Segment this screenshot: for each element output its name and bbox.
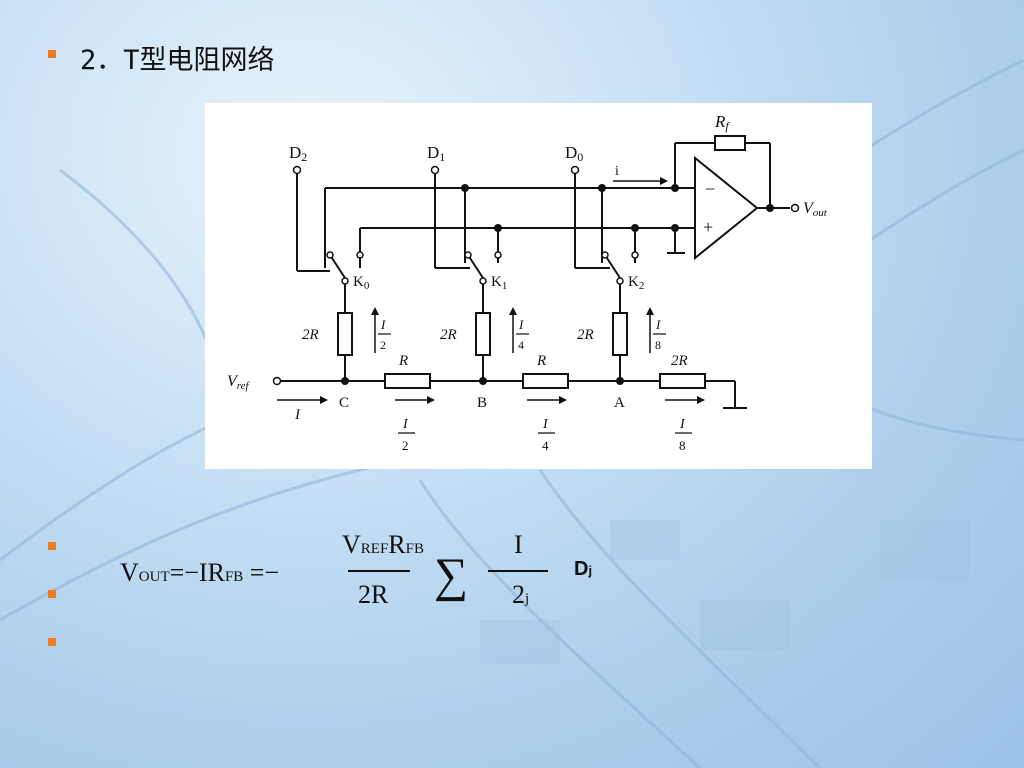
label-branch-den-c: 2	[380, 338, 386, 352]
resistor-rf	[714, 135, 746, 151]
junction-dot	[671, 224, 679, 232]
arrowhead-quarter	[559, 396, 567, 404]
terminal-d2	[292, 165, 302, 175]
t-resistor-network-figure: D2 D1 D0 K0 K1 K2 Rf Vout Vref i − + 2R …	[205, 103, 872, 469]
label-r-ba: R	[536, 353, 546, 369]
junction-dot	[671, 184, 679, 192]
terminal-vref	[272, 376, 282, 386]
junction-dot	[616, 377, 624, 385]
title-bullet	[48, 50, 56, 58]
k0-blade	[329, 254, 346, 279]
label-minus: −	[705, 179, 715, 199]
equation-bullet-3	[48, 638, 56, 646]
label-k0: K0	[353, 274, 370, 292]
label-2r-ground: 2R	[671, 353, 688, 369]
label-frac-num-quarter: I	[542, 417, 549, 432]
resistor-2r-ground	[659, 373, 706, 389]
label-rf: Rf	[714, 112, 730, 133]
switch-contact	[494, 251, 502, 259]
junction-dot	[341, 377, 349, 385]
label-current-i: I	[294, 407, 301, 423]
label-d2: D2	[289, 143, 307, 164]
slide-title: 2．T型电阻网络	[80, 45, 275, 76]
label-branch-num-a: I	[655, 317, 661, 332]
switch-contact	[464, 251, 472, 259]
switch-contact	[326, 251, 334, 259]
switch-pivot	[479, 277, 487, 285]
circuit-diagram: D2 D1 D0 K0 K1 K2 Rf Vout Vref i − + 2R …	[227, 112, 828, 453]
label-k2: K2	[628, 274, 644, 292]
label-plus: +	[703, 217, 713, 237]
label-frac-den-eighth: 8	[679, 438, 686, 453]
equation-fraction-line-2	[488, 570, 548, 572]
label-2r-b: 2R	[440, 327, 457, 343]
label-d1: D1	[427, 143, 445, 164]
label-frac-den-half: 2	[402, 438, 409, 453]
resistor-2r-a	[612, 312, 628, 356]
junction-dot	[494, 224, 502, 232]
junction-dot	[461, 184, 469, 192]
sigma-symbol: ∑	[434, 549, 469, 602]
junction-dot	[479, 377, 487, 385]
terminal-vout	[790, 203, 800, 213]
label-r-cb: R	[398, 353, 408, 369]
switch-contact	[356, 251, 364, 259]
equation-bullet-2	[48, 590, 56, 598]
k1-blade	[467, 254, 484, 279]
label-2r-c: 2R	[302, 327, 319, 343]
label-2r-a: 2R	[577, 327, 594, 343]
label-branch-den-b: 4	[518, 338, 524, 352]
resistor-r-cb	[384, 373, 431, 389]
equation-numerator: VREFRFB	[342, 530, 424, 559]
label-d0: D0	[565, 143, 583, 164]
op-amp-triangle	[694, 155, 759, 261]
switch-contact	[601, 251, 609, 259]
label-branch-den-a: 8	[655, 338, 661, 352]
resistor-2r-b	[475, 312, 491, 356]
label-i-small: i	[615, 164, 619, 179]
resistor-2r-c	[337, 312, 353, 356]
equation-fraction-line-1	[348, 570, 410, 572]
arrowhead-branch-c	[371, 307, 379, 315]
switch-pivot	[341, 277, 349, 285]
k2-blade	[604, 254, 621, 279]
equation-sum-numerator: I	[514, 530, 523, 559]
label-branch-num-c: I	[380, 317, 386, 332]
junction-dot	[631, 224, 639, 232]
equation-denominator: 2R	[358, 580, 389, 609]
label-node-c: C	[339, 395, 349, 411]
resistor-r-ba	[522, 373, 569, 389]
label-vref: Vref	[227, 373, 251, 392]
arrowhead-vref	[320, 396, 328, 404]
junction-dot	[598, 184, 606, 192]
switch-pivot	[616, 277, 624, 285]
arrowhead-branch-b	[509, 307, 517, 315]
switch-contact	[631, 251, 639, 259]
junction-dot	[766, 204, 774, 212]
terminal-d0	[570, 165, 580, 175]
arrowhead-eighth	[697, 396, 705, 404]
arrowhead-i	[660, 177, 668, 185]
arrowhead-branch-a	[646, 307, 654, 315]
label-frac-den-quarter: 4	[542, 438, 549, 453]
label-frac-num-eighth: I	[679, 417, 686, 432]
equation-sum-denominator: 2j	[512, 580, 530, 609]
terminal-d1	[430, 165, 440, 175]
label-node-b: B	[477, 395, 487, 411]
equation-dj: Dj	[574, 558, 593, 580]
label-vout: Vout	[803, 200, 828, 219]
arrowhead-half	[427, 396, 435, 404]
label-k1: K1	[491, 274, 507, 292]
label-node-a: A	[614, 395, 625, 411]
equation-vout: VOUT=−IRFB =−	[120, 558, 280, 587]
label-branch-num-b: I	[518, 317, 524, 332]
label-frac-num-half: I	[402, 417, 409, 432]
equation-bullet-1	[48, 542, 56, 550]
